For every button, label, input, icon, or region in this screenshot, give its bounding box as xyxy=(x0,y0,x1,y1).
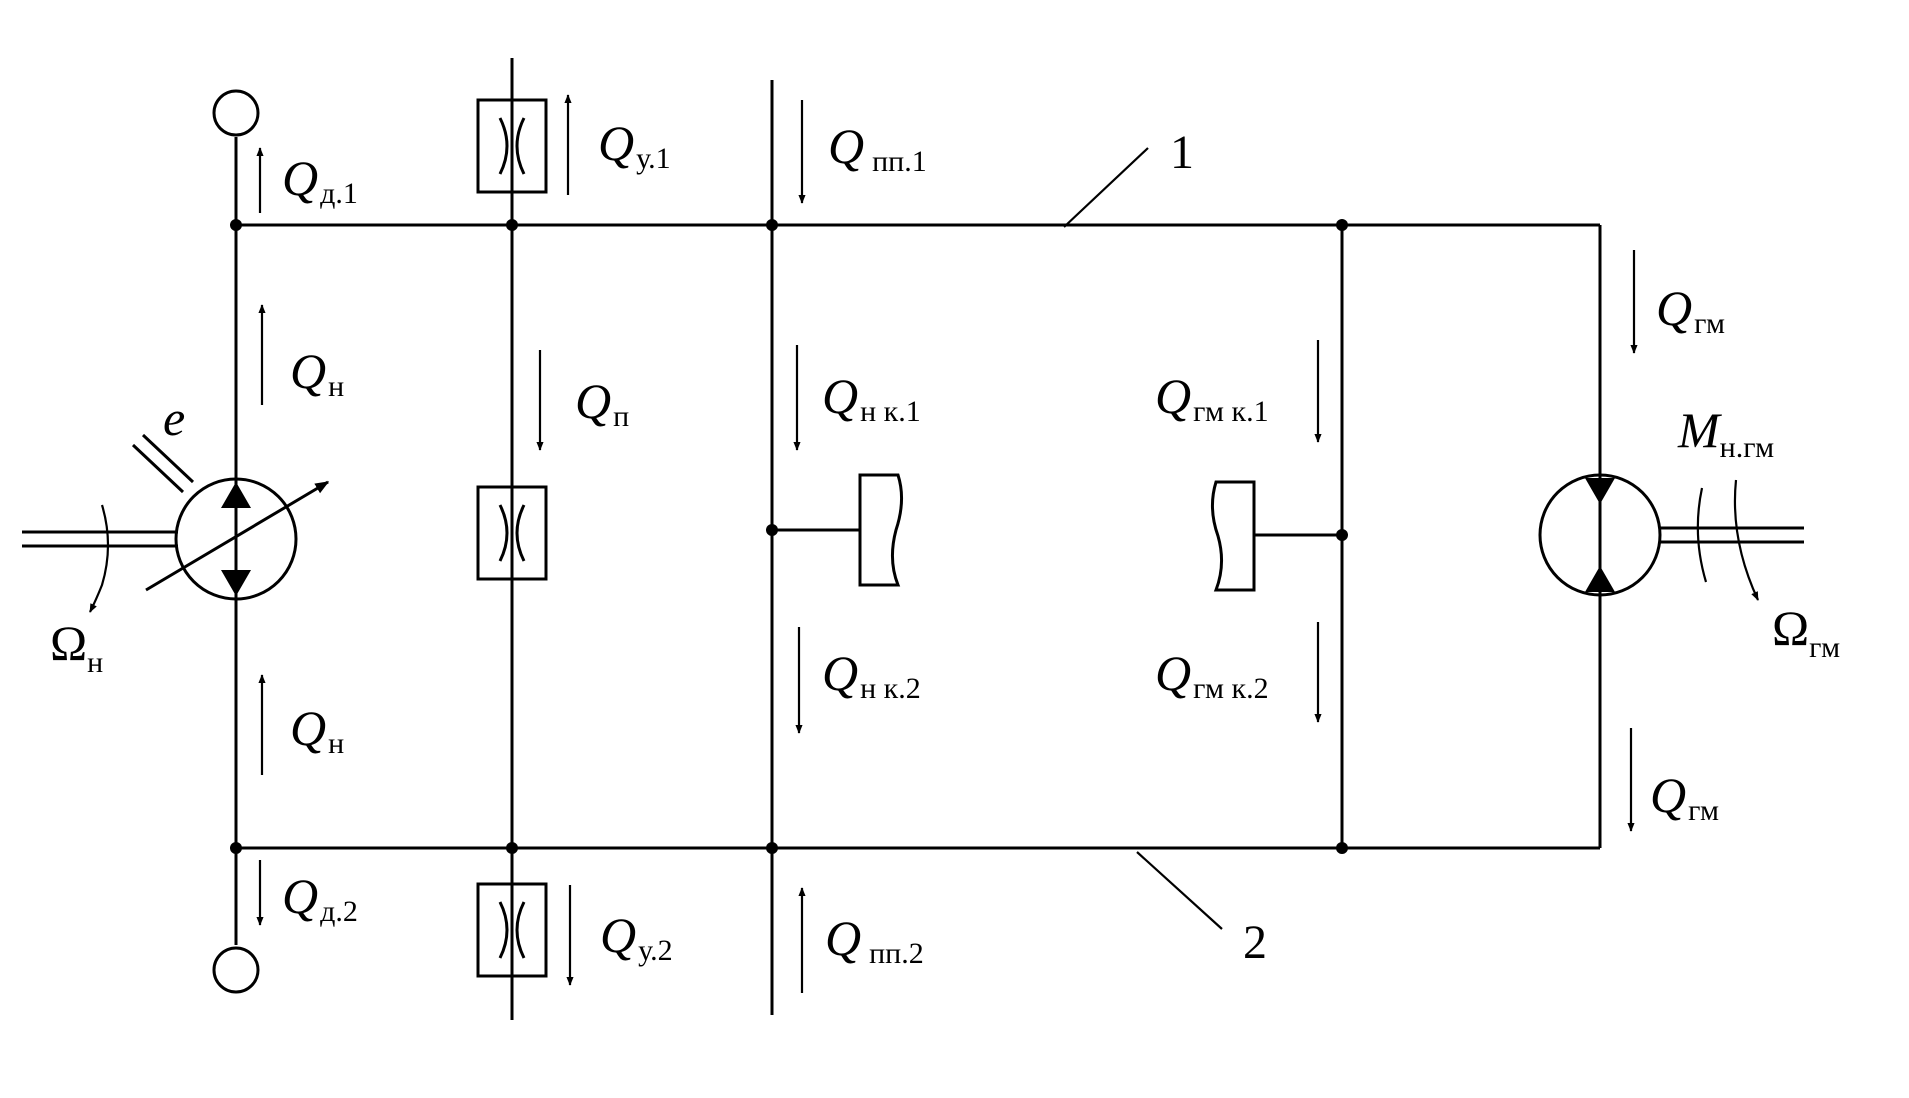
label-q-p: Qп xyxy=(575,373,629,433)
label-q-u2: Qу.2 xyxy=(600,907,673,967)
throttle-bottom xyxy=(476,882,548,978)
label-q-n-lower: Qн xyxy=(290,700,344,760)
variable-pump-symbol xyxy=(22,433,330,613)
label-q-nk2: Qн к.2 xyxy=(822,645,921,705)
label-q-d1: Qд.1 xyxy=(282,150,358,210)
drain-port-bottom xyxy=(212,946,260,994)
flow-arrows xyxy=(256,94,1638,993)
label-q-gm-upper: Qгм xyxy=(1656,280,1725,340)
label-q-gmk1: Qгм к.1 xyxy=(1155,368,1269,428)
label-q-gmk2: Qгм к.2 xyxy=(1155,645,1269,705)
label-q-n-upper: Qн xyxy=(290,343,344,403)
label-q-gm-lower: Qгм xyxy=(1650,767,1719,827)
label-e-displacement: e xyxy=(163,390,185,446)
hydraulic-motor-symbol xyxy=(1538,473,1804,601)
throttle-middle xyxy=(476,485,548,581)
label-line-2: 2 xyxy=(1243,916,1267,969)
pipeline-chamber-pump-side xyxy=(772,473,903,587)
drain-port-top xyxy=(212,89,260,137)
leader-line-1 xyxy=(1063,147,1149,228)
label-omega-gm: Ωгм xyxy=(1772,600,1840,664)
label-line-1: 1 xyxy=(1170,126,1194,179)
leader-line-2 xyxy=(1136,851,1223,930)
label-q-d2: Qд.2 xyxy=(282,868,358,928)
label-q-nk1: Qн к.1 xyxy=(822,368,921,428)
pipeline-chamber-motor-side xyxy=(1211,480,1342,592)
label-q-u1: Qу.1 xyxy=(598,115,671,175)
throttle-top xyxy=(476,98,548,194)
label-omega-n: Ωн xyxy=(50,615,103,679)
label-m-ngm: Mн.гм xyxy=(1677,402,1774,464)
junction-dots xyxy=(230,219,1348,854)
